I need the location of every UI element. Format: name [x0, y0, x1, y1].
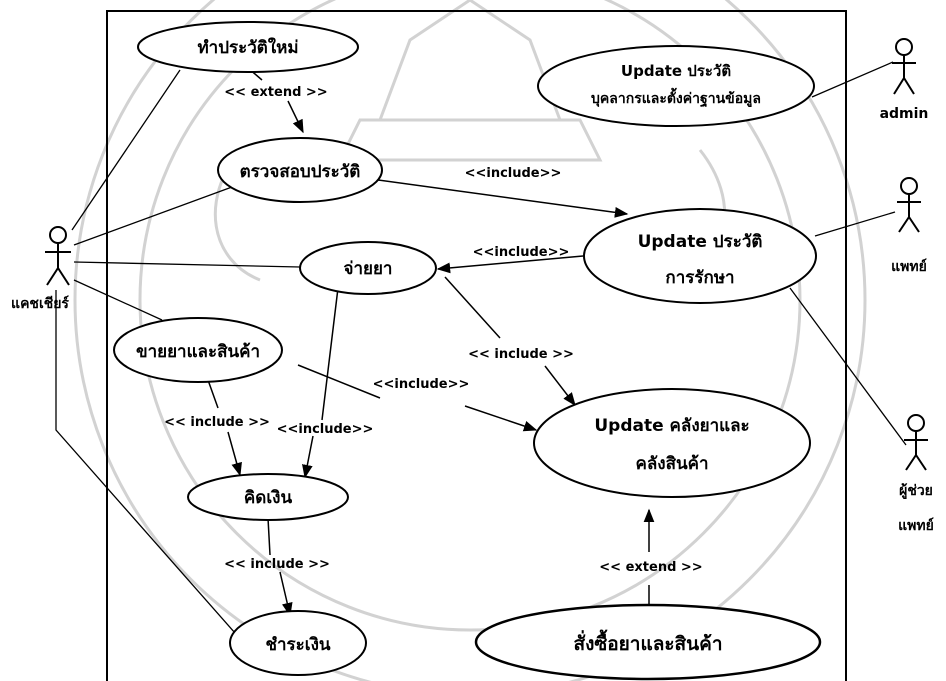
assoc-cashier-sell: [73, 279, 163, 321]
use-case-update-treatment: Update ประวัติ การรักษา: [583, 208, 817, 304]
label-extend-history: << extend >>: [224, 85, 327, 100]
actor-assistant-icon: [907, 414, 925, 432]
svg-text:Update คลังยาและ: Update คลังยาและ: [594, 416, 749, 436]
rel-include-sell-stock: [297, 364, 536, 430]
svg-text:คิดเงิน: คิดเงิน: [244, 488, 293, 508]
rel-extend-history: [247, 67, 303, 132]
rel-include-dispense-calc: [305, 287, 339, 477]
svg-text:คลังสินค้า: คลังสินค้า: [635, 454, 708, 474]
label-include-sell-calc: << include >>: [164, 415, 270, 430]
svg-text:ชำระเงิน: ชำระเงิน: [265, 635, 330, 655]
svg-text:Update ประวัติ: Update ประวัติ: [621, 62, 731, 80]
actor-admin-name: admin: [880, 106, 929, 122]
actor-admin-icon: [895, 38, 913, 56]
rel-include-sell-calc: [207, 379, 240, 475]
assoc-doctor-update-treatment: [814, 211, 896, 237]
system-boundary: [106, 10, 847, 681]
svg-text:บุคลากรและตั้งค่าฐานข้อมูล: บุคลากรและตั้งค่าฐานข้อมูล: [591, 87, 761, 108]
label-include-dispense-calc: <<include>>: [277, 422, 374, 437]
actor-doctor-icon: [900, 177, 918, 195]
svg-text:จ่ายยา: จ่ายยา: [344, 259, 393, 279]
label-include-dispense-treatment: <<include>>: [473, 245, 570, 260]
rel-include-calc-pay: [267, 517, 290, 615]
label-include-calc-pay: << include >>: [224, 557, 330, 572]
label-extend-order: << extend >>: [599, 560, 702, 575]
label-include-dispense-stock: << include >>: [468, 347, 574, 362]
svg-text:การรักษา: การรักษา: [665, 268, 734, 288]
use-case-dispense: จ่ายยา: [299, 241, 437, 295]
use-case-update-staff: Update ประวัติ บุคลากรและตั้งค่าฐานข้อมู…: [537, 45, 815, 127]
label-include-check-treatment: <<include>>: [465, 166, 562, 181]
use-case-sell: ขายยาและสินค้า: [113, 317, 283, 383]
svg-text:ทำประวัติใหม่: ทำประวัติใหม่: [197, 37, 298, 58]
actor-admin: [892, 38, 916, 95]
actor-cashier-icon: [49, 226, 67, 244]
rel-include-check-treatment: [377, 179, 629, 218]
assoc-cashier-dispense: [73, 261, 301, 268]
use-case-check-history: ตรวจสอบประวัติ: [217, 137, 383, 203]
rel-include-dispense-treatment: [436, 255, 584, 274]
svg-text:ขายยาและสินค้า: ขายยาและสินค้า: [136, 342, 260, 362]
actor-assistant: [904, 414, 928, 471]
actor-assistant-name-line1: ผู้ช่วย: [899, 483, 933, 499]
use-case-new-history: ทำประวัติใหม่: [137, 21, 359, 73]
assoc-cashier-new-history: [71, 69, 181, 231]
associations: [55, 61, 907, 651]
actor-doctor-name: แพทย์: [891, 258, 927, 275]
rel-include-dispense-stock: [444, 276, 575, 405]
use-case-pay: ชำระเงิน: [229, 610, 367, 676]
assoc-assistant-update-treatment: [789, 287, 907, 446]
assoc-admin-update-staff: [811, 61, 894, 98]
actor-cashier: [45, 226, 71, 286]
assoc-cashier-check-history: [73, 186, 233, 246]
label-include-sell-stock: <<include>>: [373, 377, 470, 392]
use-case-calculate: คิดเงิน: [187, 473, 349, 521]
svg-text:ตรวจสอบประวัติ: ตรวจสอบประวัติ: [240, 162, 361, 182]
actor-assistant-name-line2: แพทย์: [898, 517, 934, 534]
use-case-order: สั่งซื้อยาและสินค้า: [474, 603, 822, 681]
actor-cashier-name: แคชเชียร์: [11, 295, 69, 312]
svg-text:สั่งซื้อยาและสินค้า: สั่งซื้อยาและสินค้า: [573, 629, 722, 655]
actor-doctor: [897, 177, 921, 233]
svg-text:Update ประวัติ: Update ประวัติ: [638, 232, 763, 252]
use-case-update-stock: Update คลังยาและ คลังสินค้า: [533, 388, 811, 498]
assoc-cashier-pay: [55, 290, 251, 651]
